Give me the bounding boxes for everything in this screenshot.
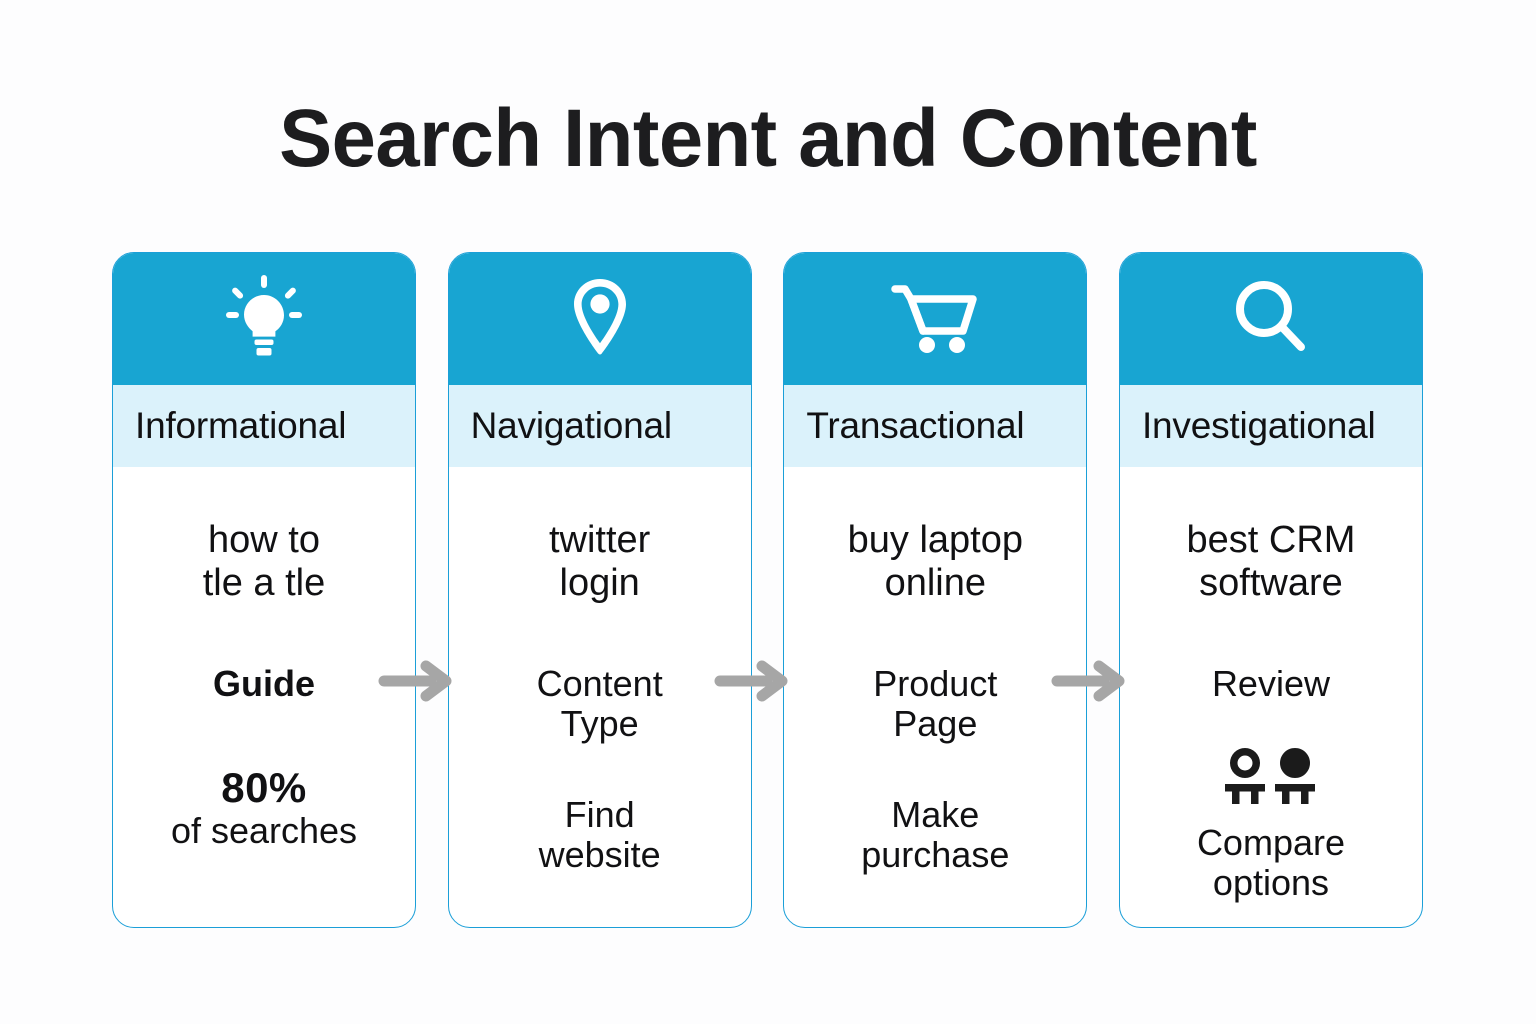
content-type-navigational: Content Type (536, 663, 663, 745)
card-label-navigational: Navigational (470, 405, 672, 446)
card-label-band-transactional: Transactional (784, 385, 1087, 467)
query-example-transactional: buy laptop online (847, 519, 1023, 604)
query-example-navigational: twitter login (548, 519, 651, 604)
stat-informational: 80% of searches (113, 764, 415, 851)
card-transactional[interactable]: Transactional buy laptop online Product … (783, 252, 1088, 928)
card-label-informational: Informational (135, 405, 347, 446)
intent-cards-row: Informational how to tle a tle Guide 80%… (112, 252, 1423, 928)
card-label-band-informational: Informational (113, 385, 415, 467)
card-navigational[interactable]: Navigational twitter login Content Type … (447, 252, 752, 928)
card-investigational[interactable]: Investigational best CRM software Review (1118, 252, 1423, 928)
card-label-band-navigational: Navigational (448, 385, 751, 467)
query-example-investigational: best CRM software (1186, 519, 1356, 604)
stat-number: 80% (221, 764, 307, 812)
card-header-investigational (1119, 253, 1422, 385)
card-header-navigational (448, 253, 751, 385)
card-label-band-investigational: Investigational (1119, 385, 1422, 467)
card-header-transactional (784, 253, 1087, 385)
card-body-navigational: twitter login Content Type Find website (449, 467, 751, 927)
content-type-investigational: Review (1211, 663, 1330, 705)
card-label-transactional: Transactional (806, 405, 1025, 446)
card-body-transactional: buy laptop online Product Page Make purc… (784, 467, 1086, 927)
card-informational[interactable]: Informational how to tle a tle Guide 80%… (112, 252, 416, 928)
lightbulb-icon (216, 271, 312, 367)
query-example-informational: how to tle a tle (202, 519, 326, 604)
card-header-informational (113, 253, 415, 385)
content-type-transactional: Product Page (873, 663, 998, 745)
shopping-cart-icon (883, 271, 987, 367)
page-title: Search Intent and Content (279, 93, 1257, 184)
action-transactional: Make purchase (861, 793, 1010, 876)
action-navigational: Find website (538, 793, 661, 876)
location-pin-icon (552, 271, 648, 367)
card-body-investigational: best CRM software Review Compare options (1120, 467, 1422, 927)
two-people-icon (1120, 746, 1422, 816)
content-type-informational: Guide (212, 663, 315, 705)
action-investigational: Compare options (1120, 746, 1422, 903)
magnifying-glass-icon (1223, 271, 1319, 367)
card-label-investigational: Investigational (1141, 405, 1376, 446)
card-body-informational: how to tle a tle Guide 80% of searches (113, 467, 415, 927)
stat-caption: of searches (170, 810, 358, 852)
